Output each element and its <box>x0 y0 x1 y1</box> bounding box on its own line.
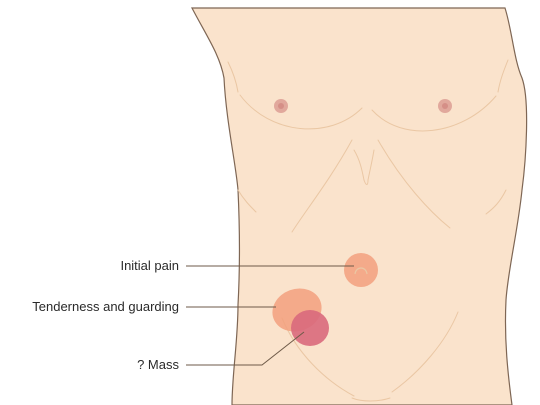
mass-region <box>291 310 329 346</box>
nipple-right <box>438 99 452 113</box>
initial-pain-region <box>344 253 378 287</box>
nipple-left <box>274 99 288 113</box>
label-mass: ? Mass <box>137 357 179 372</box>
label-initial-pain: Initial pain <box>120 258 179 273</box>
label-tenderness-and-guarding: Tenderness and guarding <box>32 299 179 314</box>
torso-body <box>192 8 527 405</box>
